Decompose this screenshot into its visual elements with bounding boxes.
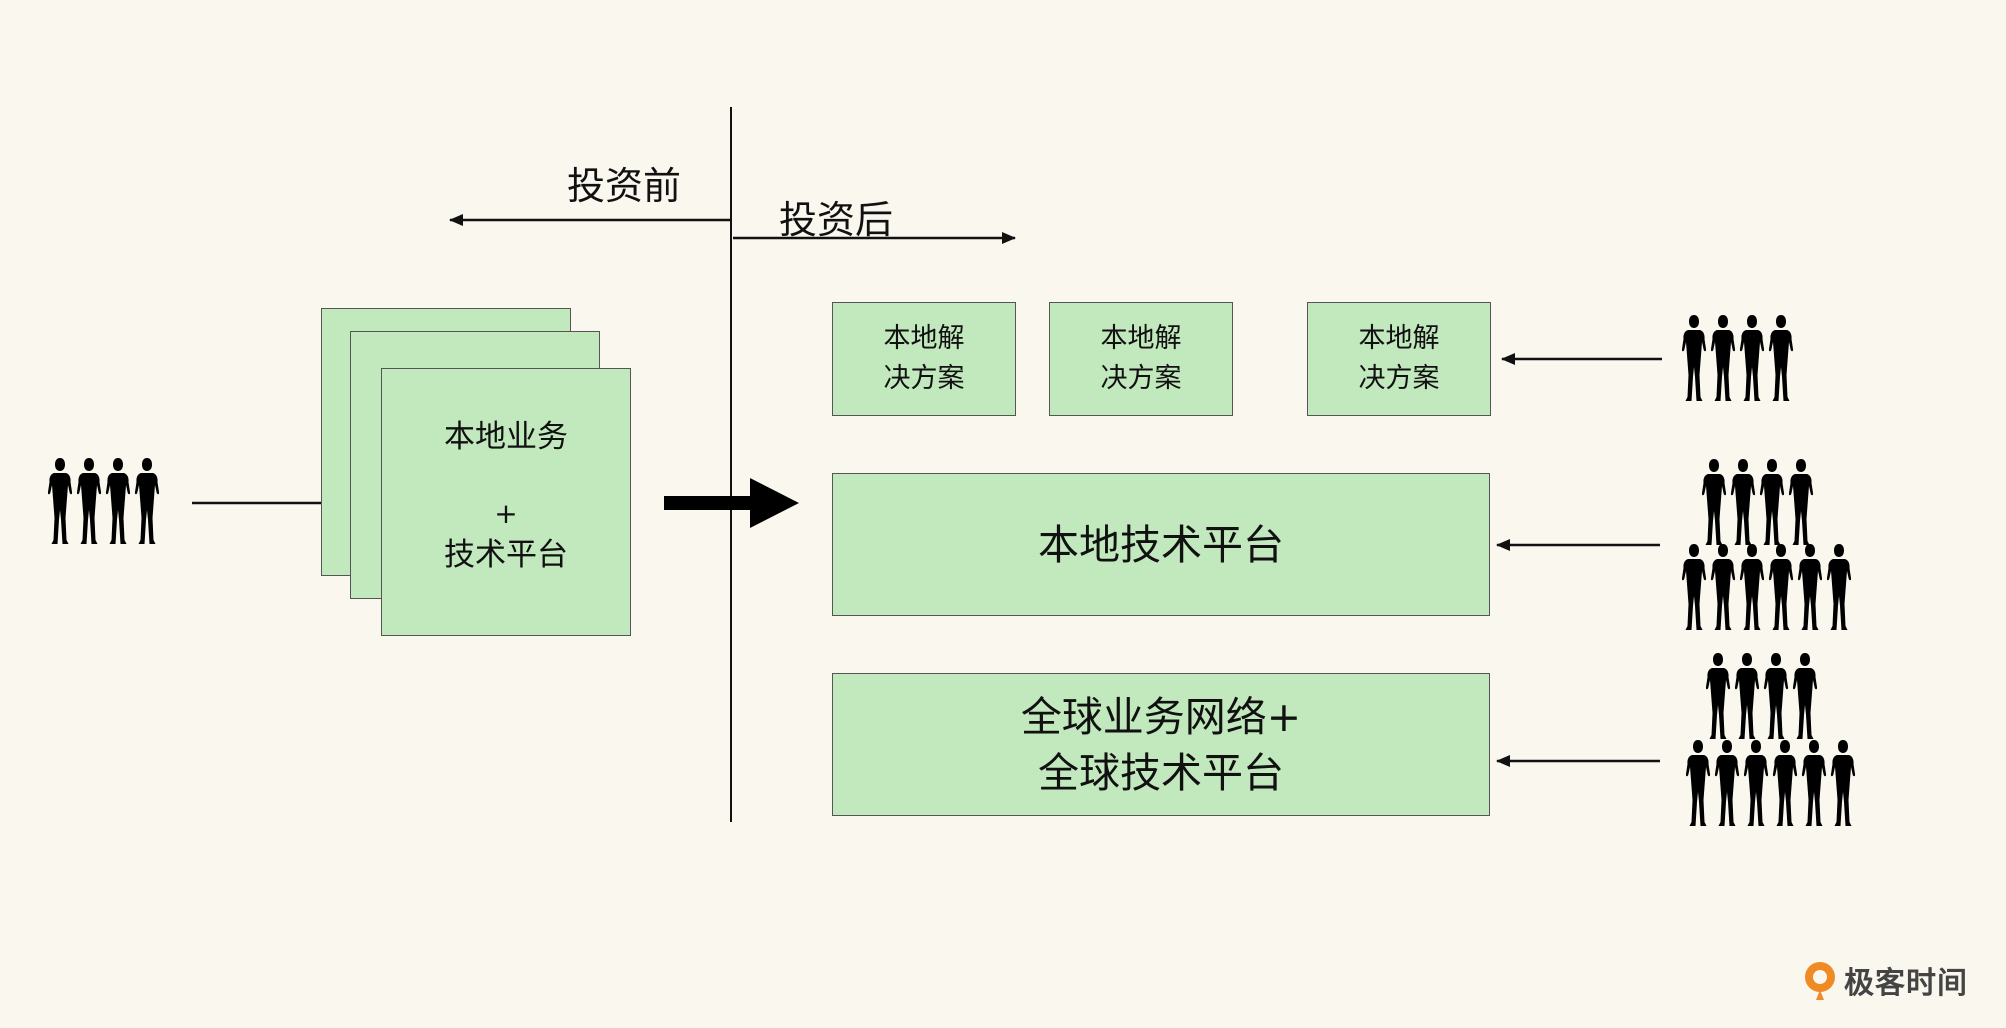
person-silhouette-icon [1734, 653, 1760, 739]
tech-platform-label: 技术平台 [444, 537, 568, 573]
people-group-global-bottom [1686, 740, 1856, 826]
people-group-platform-top [1702, 459, 1814, 545]
person-silhouette-icon [1772, 740, 1798, 826]
person-silhouette-icon [1710, 544, 1736, 630]
local-solution-box-2: 本地解 决方案 [1049, 302, 1233, 416]
local-tech-platform-box: 本地技术平台 [832, 473, 1490, 616]
person-silhouette-icon [1768, 315, 1794, 401]
person-silhouette-icon [1702, 459, 1727, 545]
plus-sign: + [494, 497, 518, 530]
person-silhouette-icon [1792, 653, 1818, 739]
solution-label-line2: 决方案 [883, 363, 965, 394]
global-tech-platform-label: 全球技术平台 [1038, 748, 1284, 797]
person-silhouette-icon [1801, 740, 1827, 826]
people-group-platform-bottom [1682, 544, 1852, 630]
person-silhouette-icon [1730, 459, 1756, 545]
person-silhouette-icon [1743, 740, 1769, 826]
person-silhouette-icon [1763, 653, 1789, 739]
person-silhouette-icon [1739, 544, 1765, 630]
person-silhouette-icon [76, 458, 102, 544]
people-group-solutions [1682, 315, 1794, 401]
solution-label-line1: 本地解 [1100, 323, 1182, 354]
after-label: 投资后 [779, 198, 894, 242]
logo: 极客时间 [1802, 958, 1968, 1002]
person-silhouette-icon [1682, 544, 1707, 630]
local-tech-platform-label: 本地技术平台 [1038, 520, 1284, 569]
person-silhouette-icon [1830, 740, 1856, 826]
global-network-box: 全球业务网络+ 全球技术平台 [832, 673, 1490, 816]
solution-label-line1: 本地解 [1358, 323, 1440, 354]
transition-arrow [664, 478, 799, 528]
geektime-logo-icon [1805, 962, 1835, 1000]
person-silhouette-icon [105, 458, 131, 544]
before-label: 投资前 [567, 164, 682, 208]
local-solution-box-1: 本地解 决方案 [832, 302, 1016, 416]
person-silhouette-icon [1714, 740, 1740, 826]
person-silhouette-icon [134, 458, 160, 544]
person-silhouette-icon [1826, 544, 1852, 630]
solution-label-line2: 决方案 [1358, 363, 1440, 394]
person-silhouette-icon [1710, 315, 1736, 401]
local-business-box: 本地业务 + 技术平台 [381, 368, 631, 636]
local-solution-box-3: 本地解 决方案 [1307, 302, 1491, 416]
person-silhouette-icon [1739, 315, 1765, 401]
person-silhouette-icon [1797, 544, 1823, 630]
person-silhouette-icon [1768, 544, 1794, 630]
people-group-left [48, 458, 160, 544]
person-silhouette-icon [48, 458, 73, 544]
person-silhouette-icon [1706, 653, 1731, 739]
logo-text: 极客时间 [1844, 966, 1968, 1001]
person-silhouette-icon [1759, 459, 1785, 545]
local-business-label: 本地业务 [444, 419, 568, 455]
person-silhouette-icon [1682, 315, 1707, 401]
person-silhouette-icon [1686, 740, 1711, 826]
global-network-label: 全球业务网络+ [1020, 692, 1302, 741]
solution-label-line2: 决方案 [1100, 363, 1182, 394]
people-group-global-top [1706, 653, 1818, 739]
solution-label-line1: 本地解 [883, 323, 965, 354]
person-silhouette-icon [1788, 459, 1814, 545]
